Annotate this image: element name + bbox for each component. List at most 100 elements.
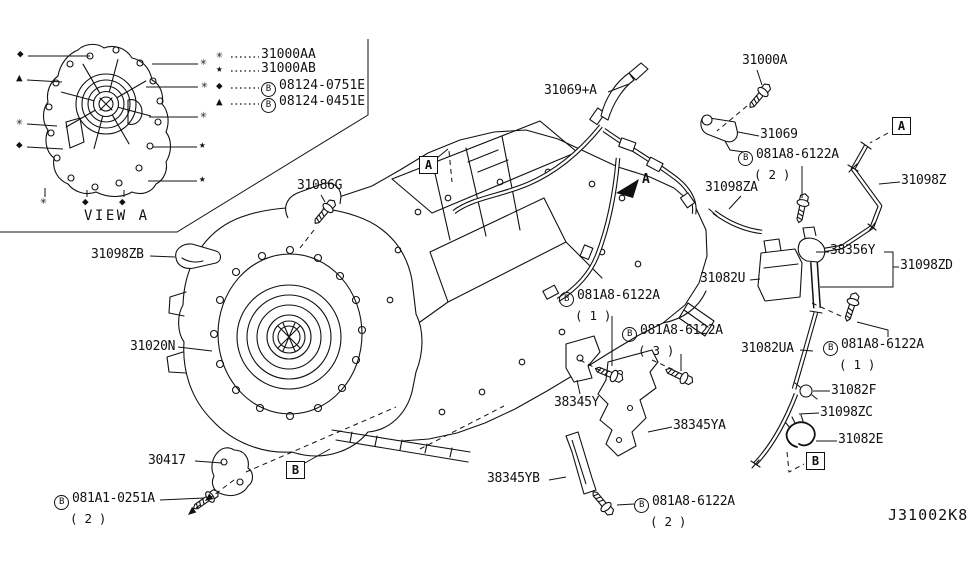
part-label-31082U: 31082U: [700, 272, 745, 285]
arrowhead: [188, 506, 197, 515]
quantity: ( 2 ): [70, 511, 107, 526]
part-label-31069+A: 31069+A: [544, 84, 597, 97]
part-number: 31082U: [700, 271, 746, 286]
case-symbol-9: ★: [199, 172, 206, 185]
part-label-31000A: 31000A: [742, 54, 787, 67]
part-number: 081A8-6122A: [652, 494, 735, 509]
circled-b-icon: B: [54, 495, 69, 510]
quantity: ( 1 ): [839, 357, 876, 372]
circled-b-icon: B: [738, 151, 753, 166]
part-label-38345YA: 38345YA: [673, 419, 726, 432]
legend-symbol-2: ★: [216, 62, 223, 75]
part-number: 081A8-6122A: [756, 147, 839, 162]
part-label-31098ZC: 31098ZC: [820, 406, 873, 419]
part-label-31098ZA: 31098ZA: [705, 181, 758, 194]
circled-b-icon: B: [823, 341, 838, 356]
part-label-31069: 31069: [760, 128, 798, 141]
part-label-31098ZB: 31098ZB: [91, 248, 144, 261]
view-a-case-drawing: [0, 39, 369, 233]
case-symbol-10: ✳: [40, 194, 47, 207]
part-number: 081A1-0251A: [72, 491, 155, 506]
case-symbol-12: ◆: [119, 195, 126, 208]
leader-lines: [149, 69, 901, 506]
part-label-31098Z: 31098Z: [901, 174, 946, 187]
quantity: ( 1 ): [575, 308, 612, 323]
part-number: 31098ZB: [91, 247, 144, 262]
arrowhead: [205, 493, 214, 501]
part-number: 31086G: [297, 178, 343, 193]
legend-part-2: 31000AB: [261, 61, 316, 76]
legend-part-1: 31000AA: [261, 47, 316, 62]
view-a-arrow-icon: [616, 179, 639, 198]
circled-b-icon: B: [261, 82, 276, 97]
part-number: 31069+A: [544, 83, 597, 98]
cooler-pipes-drawing: [708, 141, 883, 469]
part-number: 31000A: [742, 53, 788, 68]
part-number: 31098Z: [901, 173, 947, 188]
part-number: 30417: [148, 453, 186, 468]
circled-b-icon: B: [622, 327, 637, 342]
part-number: 38345Y: [554, 395, 600, 410]
part-number: 31098ZD: [900, 258, 953, 273]
legend-symbol-1: ✳: [216, 48, 223, 61]
quantity: ( 2 ): [754, 167, 791, 182]
ref-box-b-4: B: [806, 452, 825, 470]
part-label-30417: 30417: [148, 454, 186, 467]
legend-symbol-4: ▲: [216, 95, 223, 108]
part-label-31086G: 31086G: [297, 179, 342, 192]
part-number: 081A8-6122A: [640, 323, 723, 338]
view-direction-label: A: [642, 172, 650, 187]
view-a-label: VIEW A: [84, 208, 150, 224]
quantity: ( 3 ): [638, 343, 675, 358]
part-label-31082UA: 31082UA: [741, 342, 794, 355]
quantity: ( 2 ): [650, 514, 687, 529]
case-symbol-2: ▲: [16, 71, 23, 84]
diagram-code: J31002K8: [888, 506, 969, 524]
part-number: 38345YA: [673, 418, 726, 433]
part-number: 31020N: [130, 339, 176, 354]
part-number: 081A8-6122A: [841, 337, 924, 352]
part-label-38356Y: 38356Y: [830, 244, 875, 257]
part-number: 31082E: [838, 432, 884, 447]
part-number: 31082F: [831, 383, 877, 398]
case-symbol-3: ✳: [16, 115, 23, 128]
part-number: 31098ZC: [820, 405, 873, 420]
wiring-harness-drawing: [452, 62, 745, 302]
part-number: 081A8-6122A: [577, 288, 660, 303]
ref-box-a-2: A: [892, 117, 911, 135]
part-number: 31082UA: [741, 341, 794, 356]
circled-b-icon: B: [634, 498, 649, 513]
part-number: 38356Y: [830, 243, 876, 258]
case-symbol-6: ✳: [201, 78, 208, 91]
circled-b-icon: B: [559, 292, 574, 307]
legend-symbol-3: ◆: [216, 79, 223, 92]
part-number: 38345YB: [487, 471, 540, 486]
ref-box-b-3: B: [286, 461, 305, 479]
case-symbol-4: ◆: [16, 138, 23, 151]
part-label-38345Y: 38345Y: [554, 396, 599, 409]
case-symbol-11: ◆: [82, 195, 89, 208]
circled-b-icon: B: [261, 98, 276, 113]
case-symbol-5: ✳: [200, 55, 207, 68]
part-number: 31069: [760, 127, 798, 142]
part-label-31082E: 31082E: [838, 433, 883, 446]
part-number: 31098ZA: [705, 180, 758, 195]
part-label-31020N: 31020N: [130, 340, 175, 353]
part-label-31082F: 31082F: [831, 384, 876, 397]
part-label-38345YB: 38345YB: [487, 472, 540, 485]
part-label-31098ZD: 31098ZD: [900, 259, 953, 272]
case-symbol-7: ✳: [200, 108, 207, 121]
case-symbol-1: ◆: [17, 47, 24, 60]
ref-box-a-1: A: [419, 156, 438, 174]
case-symbol-8: ★: [199, 138, 206, 151]
